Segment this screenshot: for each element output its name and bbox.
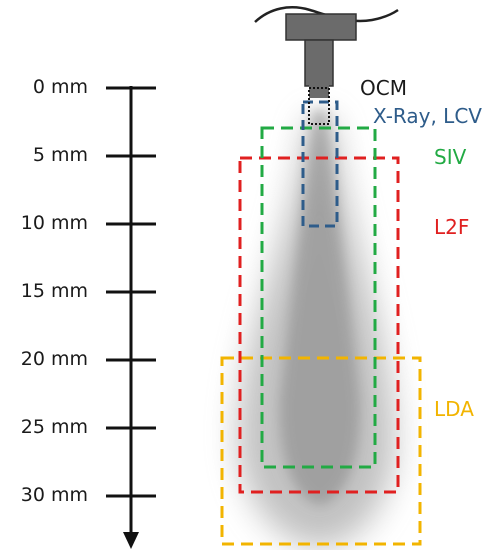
l2f-region <box>238 156 400 494</box>
nozzle-tip <box>304 39 334 87</box>
lda-label: LDA <box>434 397 474 421</box>
tick-label-15: 15 mm <box>20 280 88 302</box>
tick-label-30: 30 mm <box>20 484 88 506</box>
ocm-region <box>308 87 330 125</box>
axis-arrowhead <box>123 532 139 549</box>
siv-label: SIV <box>434 145 467 169</box>
l2f-label: L2F <box>434 215 470 239</box>
lda-region <box>220 356 422 546</box>
ocm-label: OCM <box>360 76 407 100</box>
tick-label-5: 5 mm <box>32 144 88 166</box>
xray-lcv-label: X-Ray, LCV <box>373 104 482 128</box>
tick-label-25: 25 mm <box>20 416 88 438</box>
depth-axis <box>106 86 156 549</box>
tick-label-10: 10 mm <box>20 212 88 234</box>
tick-label-20: 20 mm <box>20 348 88 370</box>
spray-plume <box>237 110 396 548</box>
nozzle-base <box>309 84 329 98</box>
nozzle-body <box>285 13 357 41</box>
tick-label-0: 0 mm <box>32 76 88 98</box>
xray-lcv-region <box>301 100 339 228</box>
injector-nozzle <box>254 6 399 98</box>
